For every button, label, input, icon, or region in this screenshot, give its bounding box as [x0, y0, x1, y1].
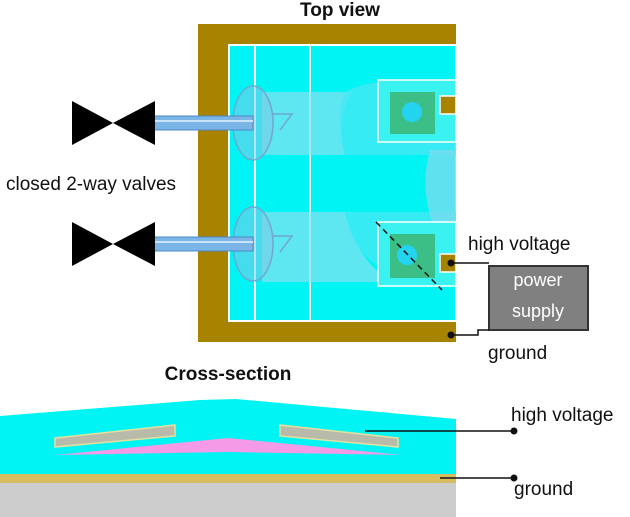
high-voltage-label-cross: high voltage — [511, 405, 613, 426]
ground-layer — [0, 474, 456, 483]
valves-label: closed 2-way valves — [6, 174, 176, 195]
valve-icon-lower — [72, 222, 155, 266]
power-supply-label-line1: power — [513, 270, 562, 290]
flow-region-upper — [262, 92, 352, 155]
cross-section-title: Cross-section — [165, 364, 292, 385]
ground-label-cross: ground — [514, 479, 573, 500]
fluid-layer — [0, 399, 456, 474]
membrane-region-right — [425, 150, 456, 222]
contact-tab-upper — [439, 95, 457, 115]
substrate-layer — [0, 483, 456, 517]
flow-region-lower — [262, 212, 392, 282]
top-view-title: Top view — [300, 0, 380, 21]
power-supply-label-line2: supply — [512, 301, 564, 321]
membrane-layer — [55, 438, 402, 455]
electrode-left — [54, 424, 176, 448]
power-supply-box — [488, 265, 589, 331]
pad-via-upper — [402, 102, 422, 122]
high-voltage-label-top: high voltage — [468, 234, 570, 255]
ground-leader-dot — [510, 474, 518, 482]
port-channel-lower — [272, 235, 294, 253]
tube-upper — [152, 115, 254, 131]
high-voltage-leader-dot — [510, 427, 518, 435]
valve-icon-upper — [72, 101, 155, 145]
cross-section-cut-line — [375, 221, 443, 291]
port-channel-upper — [272, 113, 294, 131]
tube-lower — [152, 236, 254, 252]
electrode-right — [279, 424, 399, 448]
ground-label-top: ground — [488, 343, 547, 364]
ground-wire-top — [451, 329, 489, 336]
